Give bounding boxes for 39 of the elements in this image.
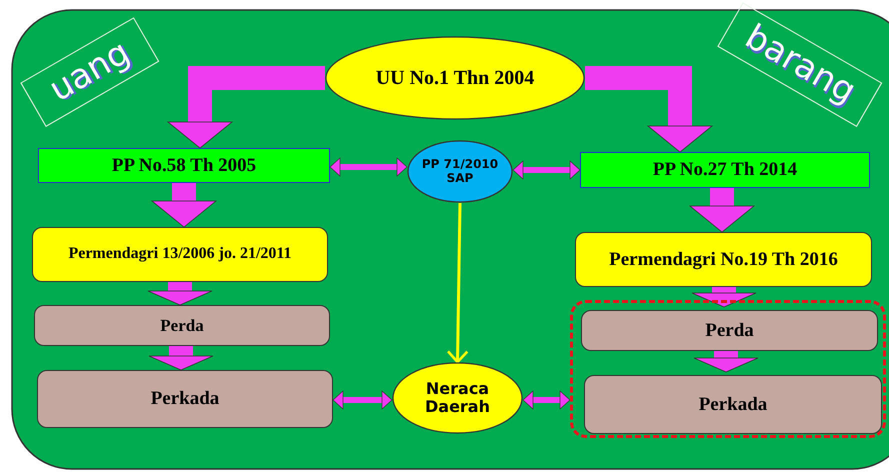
dashed-group-box: [570, 300, 886, 438]
node-label: Neraca Daerah: [424, 380, 491, 416]
node-label: Perda: [159, 316, 205, 336]
arrow: [446, 202, 469, 364]
block-arrow: [692, 287, 756, 308]
double-arrow: [522, 390, 570, 410]
block-arrow: [152, 183, 216, 228]
block-arrow: [585, 66, 712, 152]
process-box: [584, 375, 882, 434]
double-arrow: [330, 158, 408, 176]
rotated-label-box: [21, 18, 159, 126]
block-arrow: [168, 66, 325, 148]
section-label: uang: [42, 32, 138, 112]
rotated-label-box: [718, 3, 882, 127]
process-box: [32, 227, 328, 282]
block-arrow: [694, 348, 758, 372]
block-arrow: [148, 282, 212, 306]
ellipse-node: [407, 140, 513, 203]
process-box: [581, 310, 878, 351]
node-label: Perkada: [150, 388, 220, 410]
node-label: PP No.27 Th 2014: [652, 159, 798, 181]
node-label: PP No.58 Th 2005: [110, 154, 258, 176]
block-arrow: [690, 188, 754, 232]
ellipse-node: [392, 362, 523, 434]
process-box: [37, 370, 333, 428]
process-box: [38, 148, 330, 183]
node-label: Permendagri No.19 Th 2016: [608, 248, 839, 270]
node-label: Permendagri 13/2006 jo. 21/2011: [67, 244, 293, 264]
node-label: Perda: [704, 320, 755, 342]
ellipse-node: [325, 36, 585, 120]
node-label: PP 71/2010 SAP: [420, 158, 500, 186]
node-label: Perkada: [698, 394, 768, 416]
process-box: [34, 305, 330, 346]
double-arrow: [332, 390, 392, 410]
node-label: UU No.1 Thn 2004: [374, 66, 536, 90]
double-arrow: [512, 160, 580, 180]
process-box: [580, 152, 870, 188]
block-arrow: [148, 346, 214, 370]
process-box: [575, 232, 872, 287]
